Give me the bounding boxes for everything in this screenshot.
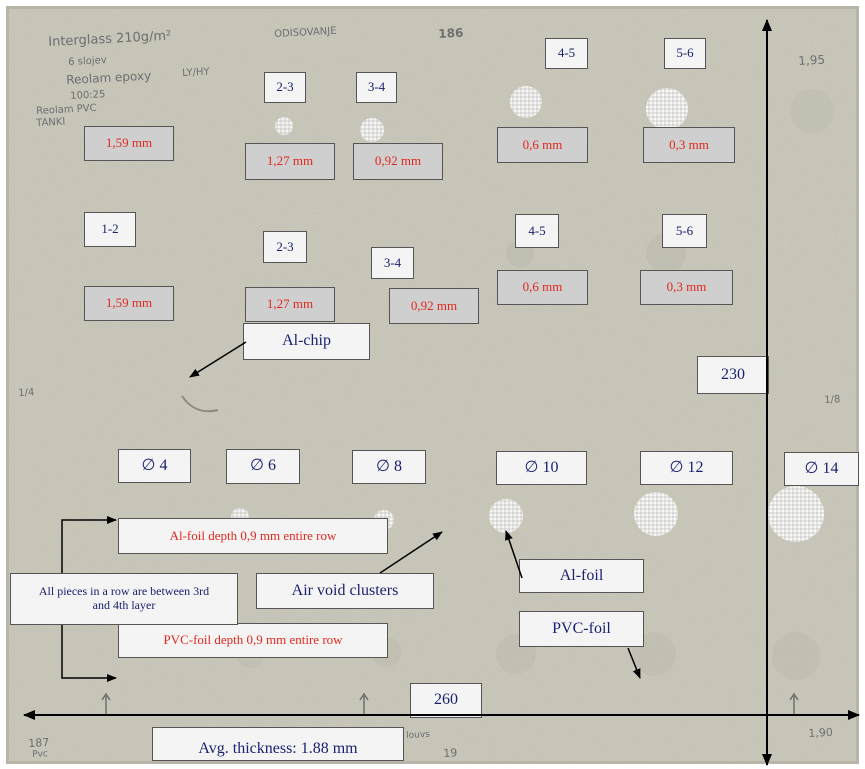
diameter-label: ∅ 12 <box>640 451 733 485</box>
depth-label: 0,3 mm <box>640 270 733 305</box>
layer-label: 1-2 <box>84 212 136 247</box>
depth-label: 1,27 mm <box>245 143 335 180</box>
foil-disc <box>634 492 678 536</box>
foil-disc <box>772 632 820 680</box>
foil-disc <box>768 486 824 542</box>
depth-label: 0,92 mm <box>353 143 443 180</box>
depth-label: 1,27 mm <box>245 287 335 322</box>
layer-label: 3-4 <box>356 72 397 103</box>
foil-disc <box>360 118 384 142</box>
layer-label: 2-3 <box>263 231 307 263</box>
foil-disc <box>489 499 523 533</box>
handwriting-corner-tr: 1,95 <box>797 52 826 68</box>
handwriting-layers: 6 slojev <box>67 54 107 68</box>
handwriting-bottom-mid: 19 <box>442 746 458 760</box>
al-foil-depth-label: Al-foil depth 0,9 mm entire row <box>118 518 388 554</box>
al-chip-mark <box>181 395 219 413</box>
handwriting-corner-br: 1,90 <box>807 725 834 740</box>
handwriting-bottom-center: louvs <box>405 729 431 741</box>
layer-label: 4-5 <box>515 214 559 248</box>
al-chip-label: Al-chip <box>243 323 370 360</box>
foil-disc <box>790 89 834 133</box>
dimension-vertical-label: 230 <box>697 356 769 394</box>
layer-label: 2-3 <box>264 72 306 103</box>
air-void-label: Air void clusters <box>256 573 434 609</box>
depth-label: 0,3 mm <box>643 127 735 163</box>
handwriting-number: 186 <box>437 25 464 41</box>
depth-label: 1,59 mm <box>84 286 174 321</box>
avg-thickness-label: Avg. thickness: 1.88 mm <box>152 727 404 761</box>
layer-label: 4-5 <box>545 38 588 69</box>
pvc-foil-label: PVC-foil <box>519 611 644 647</box>
handwriting-hardener: LY/HY <box>181 66 210 79</box>
foil-disc <box>510 86 542 118</box>
layer-label: 3-4 <box>371 247 414 279</box>
foil-disc <box>275 117 293 135</box>
depth-label: 1,59 mm <box>84 126 174 161</box>
depth-label: 0,6 mm <box>497 270 588 305</box>
handwriting-corner-bl2: Pvc <box>31 749 49 760</box>
diameter-label: ∅ 14 <box>784 452 859 486</box>
handwriting-ratio: 100:25 <box>69 89 106 102</box>
depth-label: 0,92 mm <box>389 288 479 324</box>
diameter-label: ∅ 10 <box>496 451 587 485</box>
al-foil-label: Al-foil <box>519 559 644 593</box>
dimension-horizontal-label: 260 <box>410 683 482 718</box>
diameter-label: ∅ 8 <box>352 450 426 484</box>
layer-label: 5-6 <box>662 214 707 248</box>
handwriting-tanki: TANKI <box>35 116 66 129</box>
foil-disc <box>646 88 688 130</box>
diameter-label: ∅ 6 <box>226 449 300 484</box>
handwriting-corner-bl: 187 <box>27 735 50 750</box>
layer-label: 5-6 <box>664 38 706 69</box>
layer-note-label: All pieces in a row are between 3rd and … <box>10 573 238 625</box>
diameter-label: ∅ 4 <box>118 449 191 483</box>
pvc-foil-depth-label: PVC-foil depth 0,9 mm entire row <box>118 623 388 658</box>
handwriting-left-mid: 1/4 <box>17 387 35 399</box>
depth-label: 0,6 mm <box>497 127 588 163</box>
handwriting-right-mid: 1/8 <box>823 394 841 406</box>
